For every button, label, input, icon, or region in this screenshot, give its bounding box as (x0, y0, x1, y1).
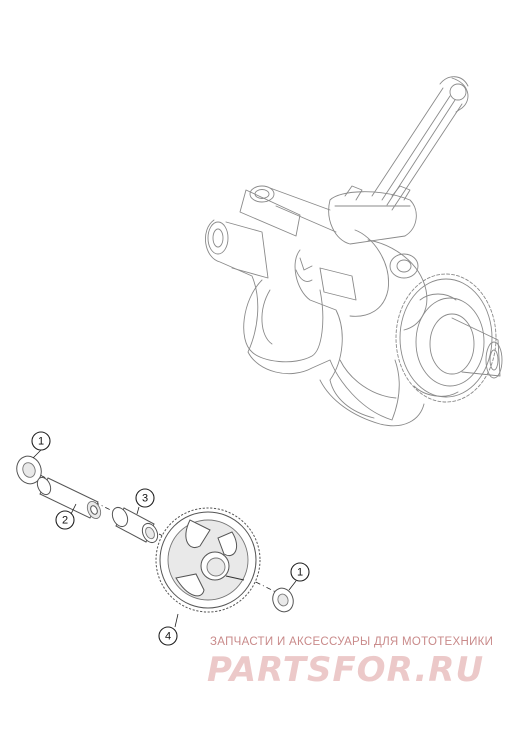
watermark-tagline: ЗАПЧАСТИ И АКСЕССУАРЫ ДЛЯ МОТОТЕХНИКИ (210, 636, 494, 648)
connecting-rod (328, 76, 469, 245)
washer-left (16, 455, 42, 485)
crankshaft-assembly (205, 76, 503, 427)
watermark-logo: PARTSFOR.RU (207, 650, 485, 690)
callout-2-label: 2 (62, 515, 68, 527)
callout-2: 2 (55, 503, 77, 530)
balancer-shaft-parts (16, 455, 294, 613)
callout-1-left-label: 1 (38, 436, 44, 448)
callout-1-left: 1 (31, 431, 51, 459)
callout-4: 4 (158, 613, 179, 646)
balancer-shaft (36, 476, 102, 519)
callout-3-label: 3 (142, 493, 148, 505)
callout-4-label: 4 (165, 631, 171, 643)
washer-right (272, 587, 294, 613)
piston-pin (239, 185, 337, 237)
callout-1-right: 1 (288, 562, 310, 591)
crank-webs (205, 219, 428, 427)
callout-3: 3 (135, 488, 155, 515)
needle-bearing (111, 506, 159, 544)
balancer-gear (155, 507, 261, 613)
crankshaft-gear (395, 273, 503, 403)
callout-1-right-label: 1 (297, 567, 303, 579)
